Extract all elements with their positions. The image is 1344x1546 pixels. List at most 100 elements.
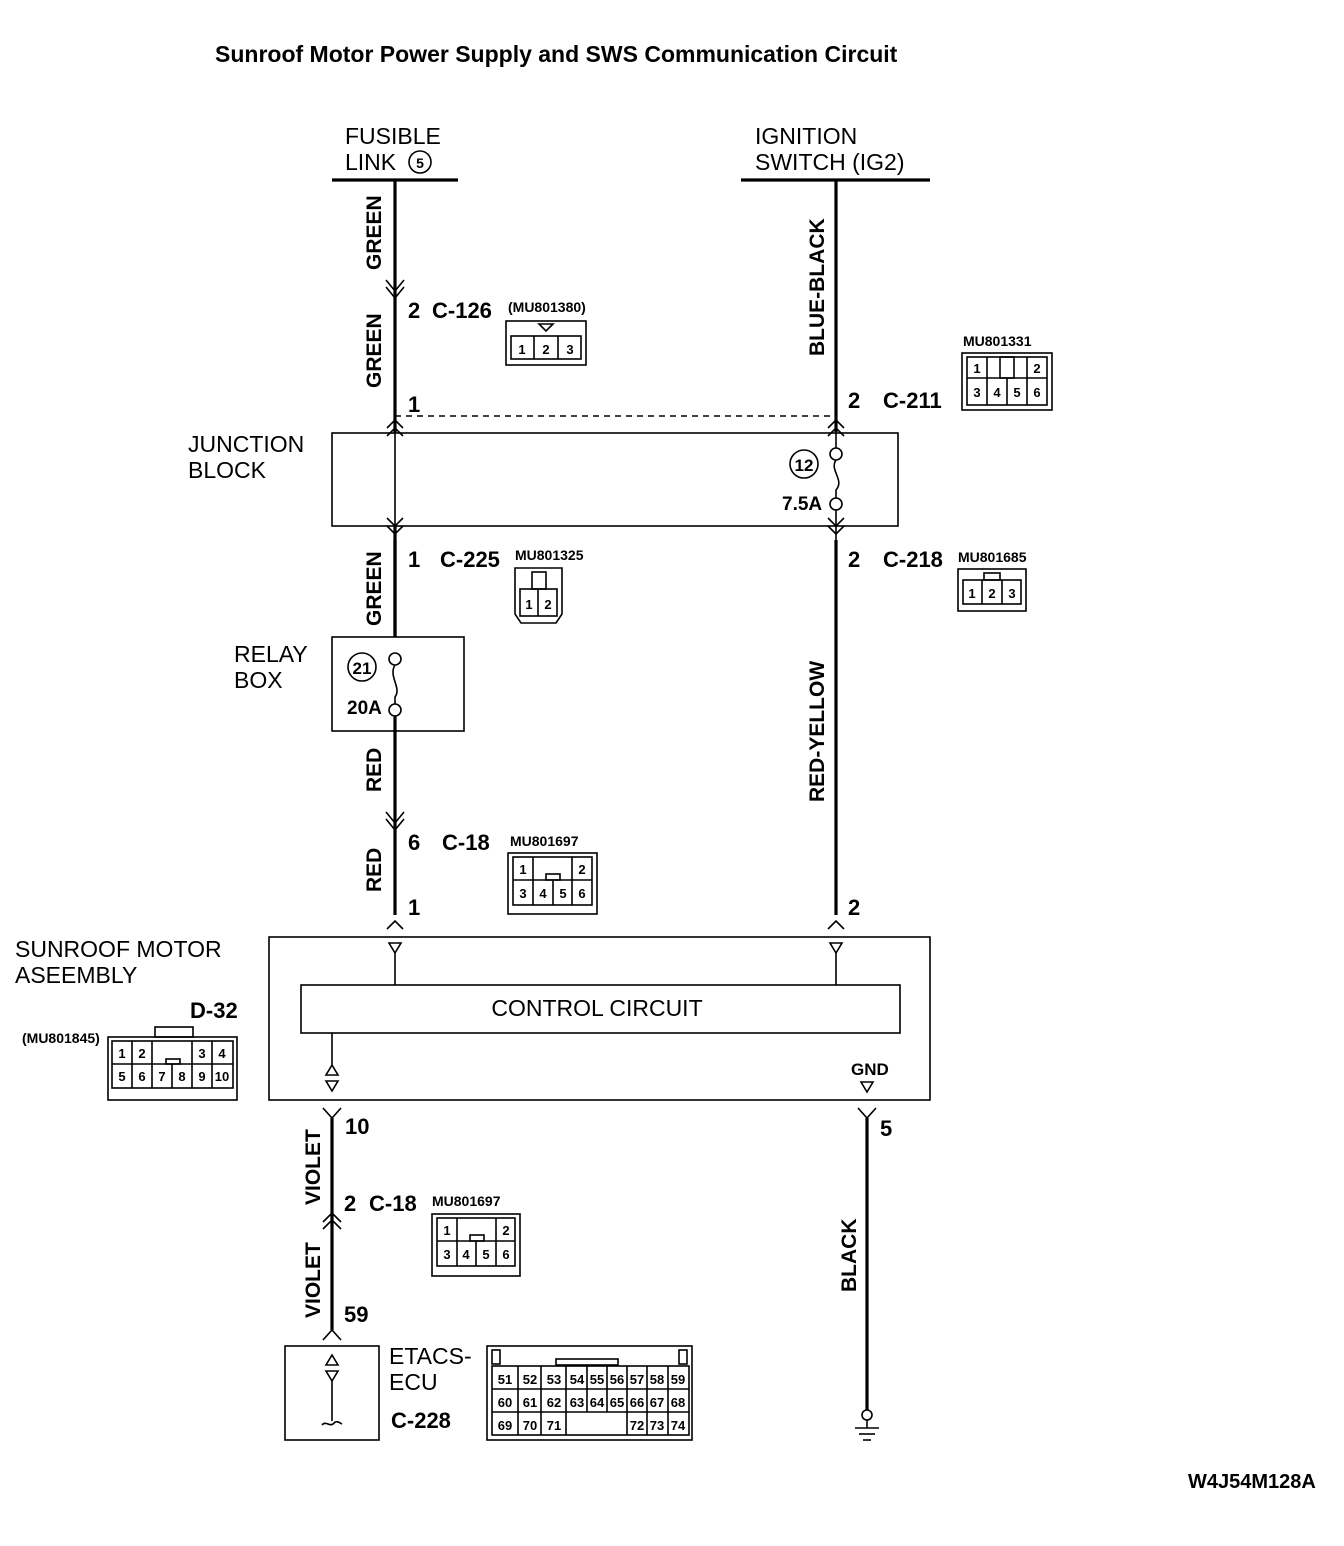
- motor-sws-triangle-up: [324, 1063, 340, 1076]
- ignition-switch-label-1: IGNITION: [755, 123, 857, 149]
- c18-top-part: MU801697: [510, 833, 579, 849]
- fuse-21-number-circle: [347, 652, 377, 682]
- c228-pin-68: 68: [671, 1395, 685, 1410]
- c126-pin-3: 3: [566, 342, 573, 357]
- motor-label-2: ASEEMBLY: [15, 962, 137, 988]
- wire-break-c126: [385, 279, 405, 300]
- d32-pin-9: 9: [198, 1069, 205, 1084]
- control-circuit: [300, 984, 901, 1034]
- c218-part: MU801685: [958, 549, 1027, 565]
- c126-part: (MU801380): [508, 299, 586, 315]
- c228-pin-55: 55: [590, 1372, 604, 1387]
- wire-label-green-2: GREEN: [363, 313, 386, 388]
- c18-top-connector-symbol: MU801697: [507, 833, 598, 915]
- c18-top-pin-2: 2: [578, 862, 585, 877]
- fusible-link-label-1: FUSIBLE: [345, 123, 441, 149]
- c211-pin-5: 5: [1013, 385, 1020, 400]
- wire-label-green-1: GREEN: [363, 195, 386, 270]
- c228-pin-52: 52: [523, 1372, 537, 1387]
- junction-block-left-entry: [386, 418, 404, 437]
- c211-name: C-211: [883, 388, 942, 413]
- c18-top-pin: 6: [408, 830, 420, 855]
- c228-pin-71: 71: [547, 1418, 561, 1433]
- c18-bottom-pin-6: 6: [502, 1247, 509, 1262]
- c228-name: C-228: [391, 1408, 451, 1433]
- motor-pin-2: 2: [848, 895, 860, 920]
- c225-pin-2: 2: [544, 597, 551, 612]
- c228-pin-61: 61: [523, 1395, 537, 1410]
- fuse-21-rating: 20A: [347, 698, 382, 719]
- c211-connector-symbol: MU801331: [961, 333, 1053, 411]
- motor-exit-right: [857, 1107, 877, 1120]
- wire-label-violet-2: VIOLET: [302, 1242, 325, 1318]
- c218-connector-symbol: MU801685: [957, 549, 1027, 612]
- motor-input-right-triangle: [828, 942, 844, 955]
- junction-block-label-1: JUNCTION: [188, 431, 304, 457]
- c228-pin-73: 73: [650, 1418, 664, 1433]
- c211-pin-6: 6: [1033, 385, 1040, 400]
- c228-pin-69: 69: [498, 1418, 512, 1433]
- c18-bottom-pin: 2: [344, 1191, 356, 1216]
- motor-input-left-triangle: [387, 942, 403, 955]
- d32-pin-6: 6: [138, 1069, 145, 1084]
- etacs-label-2: ECU: [389, 1369, 438, 1395]
- junction-block-label-2: BLOCK: [188, 457, 267, 483]
- c211-pin-3: 3: [973, 385, 980, 400]
- etacs-label-1: ETACS-: [389, 1343, 472, 1369]
- c228-pin-57: 57: [630, 1372, 644, 1387]
- c225-connector-symbol: MU801325: [514, 547, 584, 624]
- c18-bottom-part: MU801697: [432, 1193, 501, 1209]
- c18-bottom-pin-2: 2: [502, 1223, 509, 1238]
- c228-pin-53: 53: [547, 1372, 561, 1387]
- d32-pin-4: 4: [218, 1046, 226, 1061]
- d32-pin-2: 2: [138, 1046, 145, 1061]
- d32-connector-symbol: [107, 1026, 238, 1101]
- c228-pin-62: 62: [547, 1395, 561, 1410]
- gnd-triangle: [859, 1081, 875, 1094]
- c228-pin-56: 56: [610, 1372, 624, 1387]
- c18-top-pin-6: 6: [578, 886, 585, 901]
- c228-pin-58: 58: [650, 1372, 664, 1387]
- c228-pin-70: 70: [523, 1418, 537, 1433]
- fuse-12-rating: 7.5A: [782, 494, 822, 515]
- d32-pin-1: 1: [118, 1046, 125, 1061]
- figure-id: W4J54M128A: [1188, 1471, 1316, 1493]
- motor-entry-left: [386, 919, 404, 930]
- c228-pin-65: 65: [610, 1395, 624, 1410]
- d32-pin-8: 8: [178, 1069, 185, 1084]
- c18-bottom-pin-1: 1: [443, 1223, 450, 1238]
- d32-pin-10: 10: [215, 1069, 229, 1084]
- c18-bottom-pin-3: 3: [443, 1247, 450, 1262]
- fusible-link-number: 5: [416, 155, 424, 171]
- d32-name: D-32: [190, 998, 238, 1023]
- fuse-12-number-circle: [789, 449, 819, 479]
- c18-top-pin-4: 4: [539, 886, 547, 901]
- diagram-title: Sunroof Motor Power Supply and SWS Commu…: [215, 41, 898, 67]
- c228-pin-60: 60: [498, 1395, 512, 1410]
- c225-name: C-225: [440, 547, 500, 572]
- wire-label-black: BLACK: [838, 1219, 861, 1293]
- motor-sws-triangle-down: [324, 1080, 340, 1093]
- c228-pin-64: 64: [590, 1395, 605, 1410]
- junction-block-right-exit: [827, 517, 845, 536]
- ignition-switch-label-2: SWITCH (IG2): [755, 149, 905, 175]
- etacs-triangle-up: [324, 1353, 340, 1366]
- c218-pin: 2: [848, 547, 860, 572]
- wire-label-violet-1: VIOLET: [302, 1129, 325, 1205]
- c211-pin: 2: [848, 388, 860, 413]
- c228-pin-67: 67: [650, 1395, 664, 1410]
- junction-block-left-exit: [386, 517, 404, 536]
- c228-pin-74: 74: [671, 1418, 686, 1433]
- c218-name: C-218: [883, 547, 943, 572]
- wire-label-green-3: GREEN: [363, 551, 386, 626]
- c211-pin-2: 2: [1033, 361, 1040, 376]
- c126-pin: 2: [408, 298, 420, 323]
- wire-label-red-2: RED: [363, 848, 386, 892]
- c218-pin-3: 3: [1008, 586, 1015, 601]
- fusible-link-label-2: LINK: [345, 149, 397, 175]
- c18-bottom-connector-symbol: MU801697: [431, 1193, 521, 1277]
- relay-box-label-1: RELAY: [234, 641, 308, 667]
- control-circuit-label: CONTROL CIRCUIT: [491, 995, 702, 1021]
- d32-pin-5: 5: [118, 1069, 125, 1084]
- wire-label-red-yellow: RED-YELLOW: [806, 661, 829, 802]
